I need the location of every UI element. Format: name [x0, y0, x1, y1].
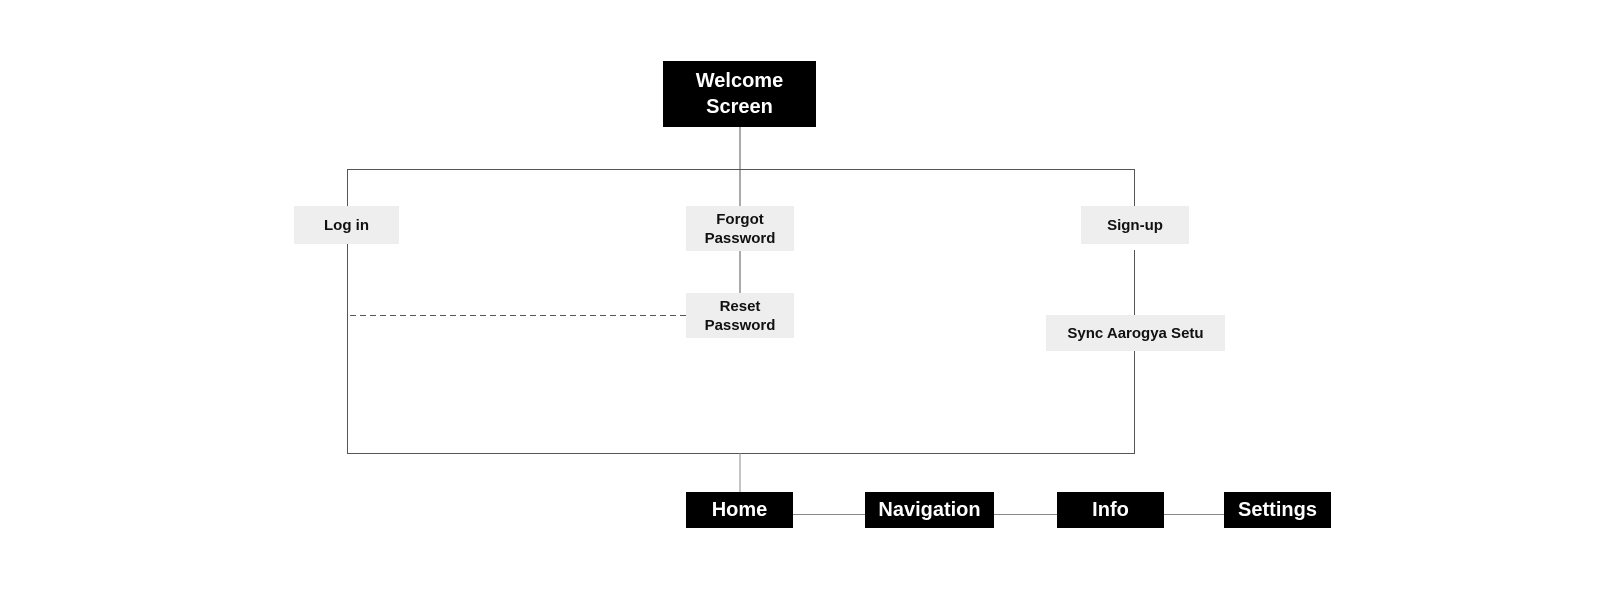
home-node: Home — [686, 492, 793, 528]
login-node: Log in — [294, 206, 399, 244]
settings-node: Settings — [1224, 492, 1331, 528]
reset-password-node: Reset Password — [686, 293, 794, 338]
info-node: Info — [1057, 492, 1164, 528]
navigation-node: Navigation — [865, 492, 994, 528]
signup-node: Sign-up — [1081, 206, 1189, 244]
forgot-password-node: Forgot Password — [686, 206, 794, 251]
sync-aarogya-setu-node: Sync Aarogya Setu — [1046, 315, 1225, 351]
welcome-screen-node: Welcome Screen — [663, 61, 816, 127]
